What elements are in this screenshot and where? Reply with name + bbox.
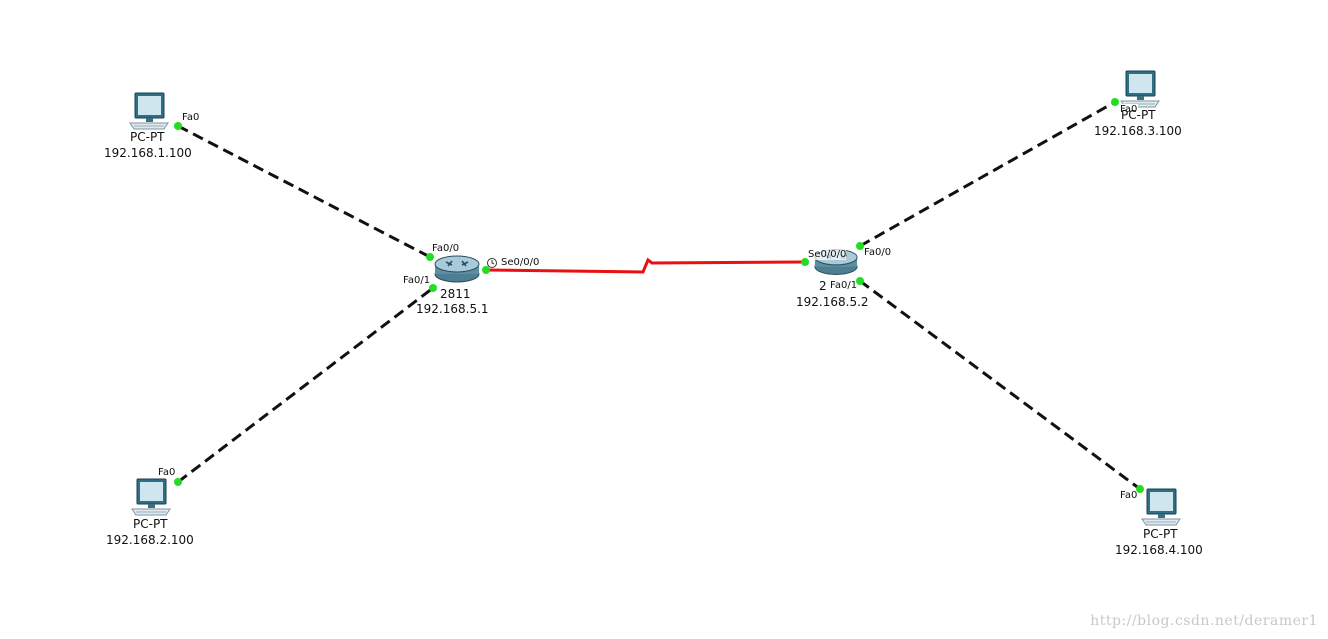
pc4-port-label: Fa0 [1120,490,1138,501]
link-pc1-router1[interactable] [177,124,431,259]
pc4-name-label: PC-PT [1143,527,1178,541]
watermark-url: http://blog.csdn.net/deramer1 [1090,613,1318,629]
router2-ip-label: 192.168.5.2 [796,295,869,309]
router2-name-label: 2 [819,279,827,293]
link-light-pc3 [1111,98,1119,106]
link-light-pc2 [174,478,182,486]
link-router2-pc3[interactable] [859,100,1116,248]
pc4-device[interactable] [1140,488,1182,528]
pc2-name-label: PC-PT [133,517,168,531]
router2-fa00-label: Fa0/0 [864,247,892,258]
pc2-port-label: Fa0 [158,467,176,478]
pc-icon [129,92,169,130]
pc3-device[interactable] [1119,70,1161,110]
clock-icon [487,258,497,268]
router1-ip-label: 192.168.5.1 [416,302,489,316]
pc1-port-label: Fa0 [182,112,200,123]
pc2-ip-label: 192.168.2.100 [106,533,194,547]
router-icon [434,255,480,283]
link-light-router2-fa01 [856,277,864,285]
router2-fa01-label: Fa0/1 [830,280,858,291]
pc-icon [1120,70,1160,108]
router1-fa00-label: Fa0/0 [432,243,460,254]
pc1-name-label: PC-PT [130,130,165,144]
link-light-router1-se000 [482,266,490,274]
link-light-router2-se000 [801,258,809,266]
link-light-pc4 [1136,485,1144,493]
link-light-router1-fa00 [426,253,434,261]
pc3-ip-label: 192.168.3.100 [1094,124,1182,138]
pc-icon [131,478,171,516]
pc3-name-label: PC-PT [1121,108,1156,122]
link-router2-pc4[interactable] [859,279,1141,491]
pc1-device[interactable] [128,92,170,132]
link-router1-router2-serial[interactable] [485,257,806,274]
pc2-device[interactable] [130,478,172,518]
link-light-router2-fa00 [856,242,864,250]
link-light-pc1 [174,122,182,130]
pc-icon [1141,488,1181,526]
pc4-ip-label: 192.168.4.100 [1115,543,1203,557]
link-light-router1-fa01 [429,284,437,292]
pc1-ip-label: 192.168.1.100 [104,146,192,160]
pc3-port-label: Fa0 [1119,104,1139,115]
router1-fa01-label: Fa0/1 [403,275,431,286]
router1-name-label: 2811 [440,287,471,301]
router2-se000-label: Se0/0/0 [808,249,847,260]
router1-se000-label: Se0/0/0 [501,257,540,268]
router1-device[interactable] [433,254,481,284]
link-pc2-router1[interactable] [177,286,434,484]
